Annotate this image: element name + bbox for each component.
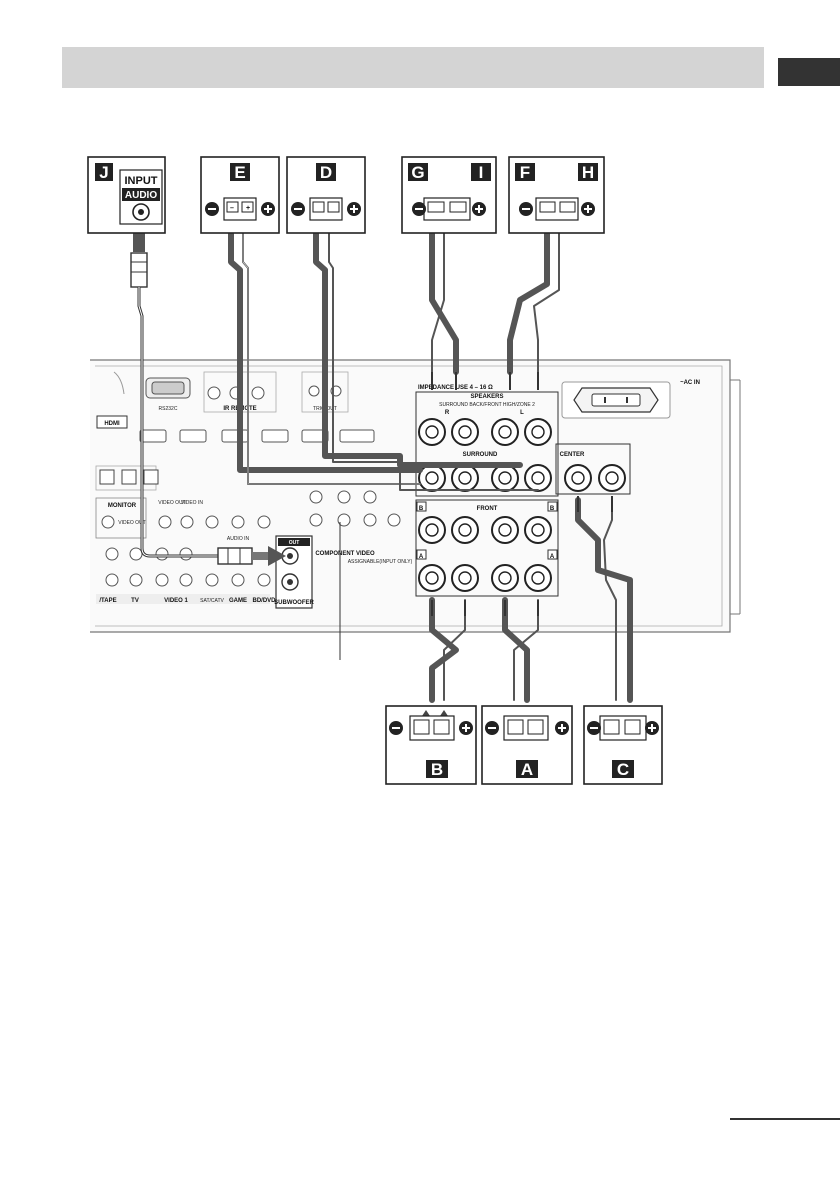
binding-posts: [418, 418, 626, 592]
post-sur-r-minus: [451, 464, 479, 492]
continued-rule: [730, 1118, 840, 1120]
component-video-label: COMPONENT VIDEO: [315, 551, 375, 557]
receiver-rear-panel: RS232C IR REMOTE TRIG OUT HDMI: [90, 359, 741, 633]
letter-b: B: [431, 760, 443, 779]
letter-f: F: [520, 163, 530, 182]
monitor-label: MONITOR: [108, 503, 137, 509]
post-sb-l-minus: [491, 418, 519, 446]
speakers-title: SPEAKERS: [470, 394, 503, 400]
front-label: FRONT: [477, 506, 498, 512]
subwoofer-cable: [130, 222, 286, 566]
game-label: GAME: [229, 598, 247, 604]
letter-e: E: [234, 163, 245, 182]
hdmi-label: HDMI: [104, 421, 120, 427]
speaker-box-e: E – +: [200, 156, 280, 234]
speaker-box-f-h: F H: [508, 156, 605, 234]
speaker-box-g-i: G I: [401, 156, 497, 234]
video1-label: VIDEO 1: [164, 598, 188, 604]
monitor-video-out-label: VIDEO OUT: [118, 520, 146, 526]
component-video-jacks: COMPONENT VIDEO ASSIGNABLE(INPUT ONLY): [309, 490, 413, 565]
speaker-box-a: A: [481, 705, 573, 785]
surround-back-label: SURROUND BACK/FRONT HIGH/ZONE 2: [439, 402, 535, 408]
post-fa-l-plus: [524, 564, 552, 592]
speaker-box-d: D: [286, 156, 366, 234]
post-center-minus: [564, 464, 592, 492]
post-sur-l-plus: [524, 464, 552, 492]
chapter-tab: [778, 58, 840, 86]
ac-inlet: ~AC IN: [561, 380, 700, 419]
video-out-label: VIDEO OUT: [158, 500, 186, 506]
bd-label: BD/DVD: [252, 598, 276, 604]
sb-r-label: R: [445, 410, 450, 416]
post-fa-r-minus: [451, 564, 479, 592]
rs232c-label: RS232C: [159, 406, 178, 412]
network-ports: [95, 465, 159, 491]
speaker-box-j: J INPUT AUDIO: [87, 156, 166, 234]
post-sur-l-minus: [491, 464, 519, 492]
e-x2: +: [246, 205, 250, 212]
post-sb-r-plus: [418, 418, 446, 446]
video-in-label: VIDEO IN: [181, 500, 203, 506]
post-sb-l-plus: [524, 418, 552, 446]
monitor-section: MONITOR VIDEO OUT: [95, 497, 147, 539]
speaker-box-b: B: [385, 705, 477, 785]
audio-label: AUDIO: [125, 190, 157, 201]
front-b-label-right: B: [550, 506, 555, 512]
sb-l-label: L: [520, 410, 524, 416]
speaker-box-c: C: [583, 705, 663, 785]
e-x1: –: [230, 205, 234, 212]
post-fb-l-minus: [491, 516, 519, 544]
post-fa-l-minus: [491, 564, 519, 592]
front-b-label-left: B: [419, 506, 424, 512]
speaker-cables: [228, 229, 633, 703]
post-fb-r-plus: [418, 516, 446, 544]
audio-in-label: AUDIO IN: [227, 536, 250, 542]
front-a-label-right: A: [550, 554, 555, 560]
post-fb-l-plus: [524, 516, 552, 544]
cable-pins: [431, 372, 613, 616]
sub-out-label: OUT: [289, 540, 300, 546]
post-sur-r-plus: [418, 464, 446, 492]
subwoofer-label: SUBWOOFER: [274, 600, 314, 606]
ac-in-label: ~AC IN: [680, 380, 700, 386]
surround-label: SURROUND: [463, 452, 498, 458]
assignable-label: ASSIGNABLE(INPUT ONLY): [348, 559, 413, 565]
subwoofer-out-jacks: OUT SUBWOOFER: [274, 535, 314, 609]
rs232c-port: RS232C: [145, 377, 191, 412]
input-label: INPUT: [125, 175, 158, 187]
letter-g: G: [411, 163, 424, 182]
front-a-label-left: A: [419, 554, 424, 560]
letter-a: A: [521, 760, 533, 779]
post-sb-r-minus: [451, 418, 479, 446]
sat-label: SAT/CATV: [200, 598, 224, 604]
center-label: CENTER: [560, 452, 585, 458]
letter-h: H: [582, 163, 594, 182]
post-center-plus: [598, 464, 626, 492]
av-input-jacks: VIDEO OUT VIDEO IN AUDIO IN /TAPE TV VID…: [96, 500, 276, 604]
post-fb-r-minus: [451, 516, 479, 544]
letter-d: D: [320, 163, 332, 182]
letter-i: I: [479, 163, 484, 182]
post-fa-r-plus: [418, 564, 446, 592]
tape-label: /TAPE: [99, 598, 116, 604]
letter-j: J: [99, 163, 108, 182]
letter-c: C: [617, 760, 629, 779]
tv-label: TV: [131, 598, 139, 604]
section-header-bar: [62, 47, 764, 88]
